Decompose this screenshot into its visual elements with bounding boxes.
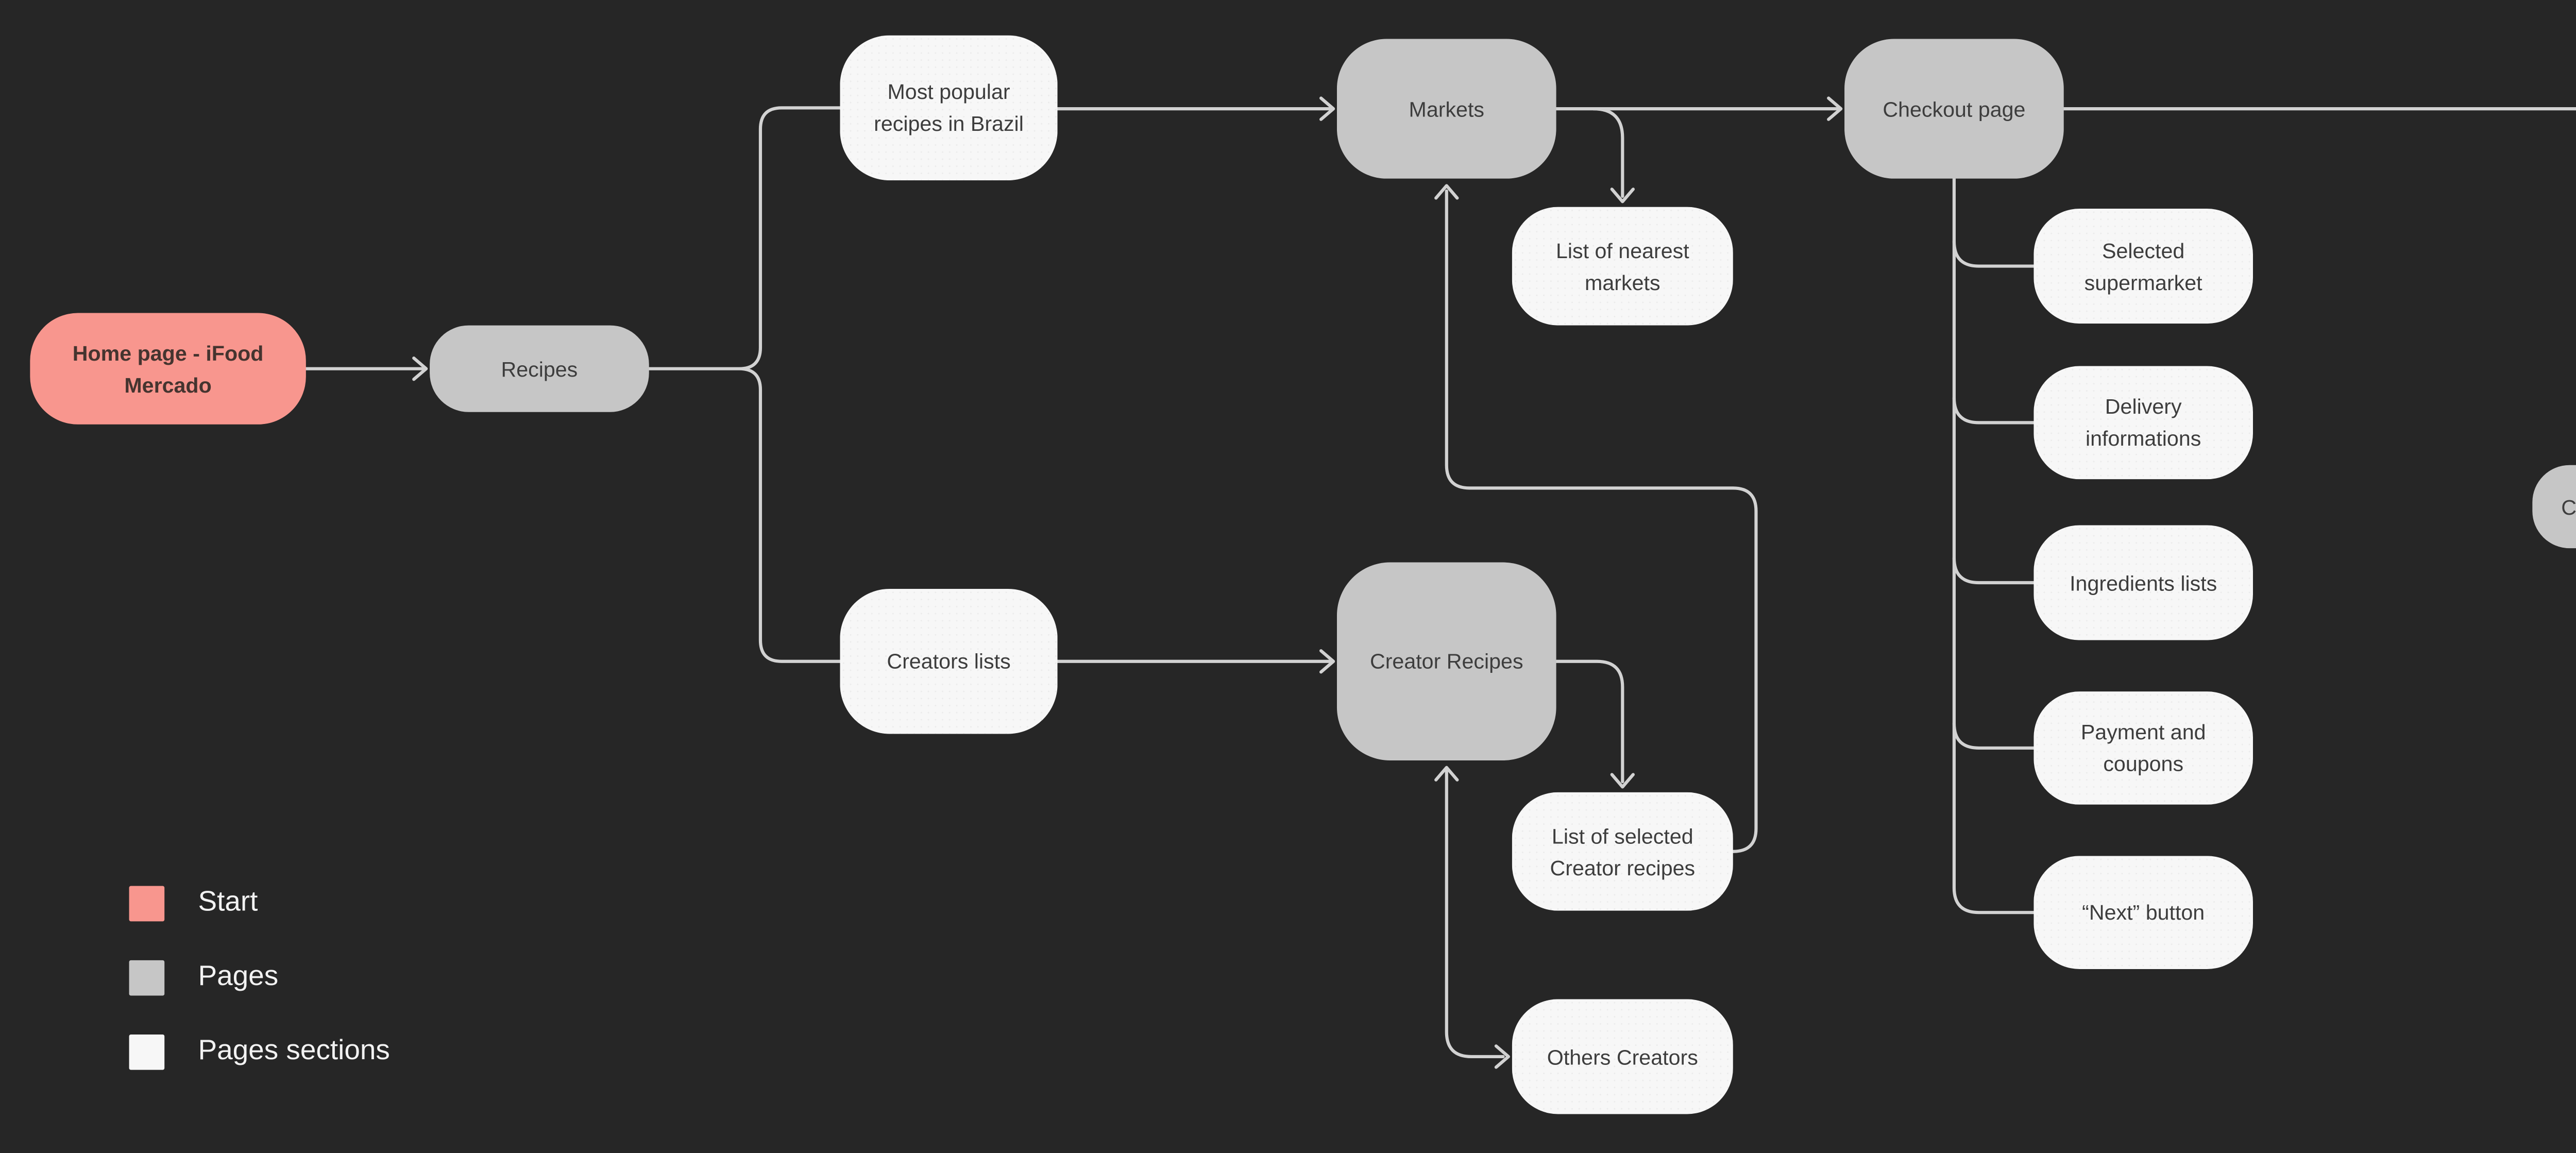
node-delivery-informations-label: Delivery informations: [2085, 394, 2201, 451]
connector-creatorrecipes-otherscreators: [1445, 769, 1505, 1059]
node-checkout-page[interactable]: Checkout page: [1844, 39, 2064, 179]
node-ingredients-lists[interactable]: Ingredients lists: [2033, 525, 2253, 640]
node-ingredients-lists-label: Ingredients lists: [2070, 570, 2217, 596]
branch-payment-coupons: [1952, 721, 2036, 750]
arrowhead-into-creator-recipes-left: [1319, 649, 1335, 674]
node-delivery-informations[interactable]: Delivery informations: [2033, 366, 2253, 480]
arrowhead-into-markets-left: [1319, 96, 1335, 121]
node-creator-recipes-label: Creator Recipes: [1369, 649, 1523, 674]
arrowhead-into-checkout: [1827, 96, 1843, 121]
node-creators-lists-label: Creators lists: [887, 649, 1011, 674]
legend: Start Pages Pages sections: [129, 886, 390, 1109]
node-next-button[interactable]: “Next” button: [2033, 856, 2253, 970]
connector-markets-nearestmarkets: [1591, 107, 1624, 198]
node-checkout-page-label: Checkout page: [1883, 96, 2026, 122]
node-list-of-nearest-markets-label: List of nearest markets: [1555, 238, 1689, 295]
node-selected-supermarket-label: Selected supermarket: [2084, 238, 2202, 295]
node-others-creators-label: Others Creators: [1547, 1044, 1698, 1069]
node-markets-label: Markets: [1409, 96, 1485, 122]
connector-checkout-spine: [1952, 177, 2036, 914]
node-home-page-label: Home page - iFood Mercado: [72, 340, 264, 397]
arrowhead-into-selected-list: [1610, 773, 1635, 789]
node-most-popular-recipes-label: Most popular recipes in Brazil: [874, 79, 1024, 137]
arrowhead-into-nearest-markets: [1610, 188, 1635, 204]
arrowhead-into-others-creators: [1494, 1044, 1511, 1069]
node-list-of-selected-creator-recipes-label: List of selected Creator recipes: [1550, 823, 1696, 880]
node-next-button-label: “Next” button: [2082, 900, 2205, 925]
legend-item-pages-sections: Pages sections: [129, 1035, 390, 1070]
node-others-creators[interactable]: Others Creators: [1512, 999, 1733, 1114]
node-creators-lists[interactable]: Creators lists: [840, 589, 1058, 734]
legend-label-pages-sections: Pages sections: [198, 1036, 390, 1066]
node-recipes-label: Recipes: [501, 356, 578, 381]
legend-item-start: Start: [129, 886, 390, 922]
node-payment-and-coupons[interactable]: Payment and coupons: [2033, 691, 2253, 805]
legend-label-pages: Pages: [198, 962, 279, 992]
branch-delivery-informations: [1952, 396, 2036, 425]
connector-selectedlist-markets-loop: [1445, 189, 1758, 853]
legend-swatch-pages-sections: [129, 1035, 165, 1070]
legend-item-pages: Pages: [129, 960, 390, 996]
legend-swatch-start: [129, 886, 165, 922]
branch-selected-supermarket: [1952, 240, 2036, 268]
arrowhead-into-recipes: [412, 356, 428, 381]
node-list-of-selected-creator-recipes[interactable]: List of selected Creator recipes: [1512, 792, 1733, 911]
node-completed-order-label: Completed order: [2561, 494, 2576, 519]
node-markets[interactable]: Markets: [1336, 39, 1556, 179]
legend-swatch-pages: [129, 960, 165, 996]
branch-ingredients-lists: [1952, 556, 2036, 585]
connector-creatorrecipes-selectedlist: [1554, 659, 1624, 784]
arrowhead-into-creator-recipes-bottom: [1434, 766, 1459, 782]
node-most-popular-recipes[interactable]: Most popular recipes in Brazil: [840, 35, 1058, 181]
node-creator-recipes[interactable]: Creator Recipes: [1336, 562, 1556, 760]
arrowhead-into-markets-bottom: [1434, 184, 1459, 200]
node-selected-supermarket[interactable]: Selected supermarket: [2033, 209, 2253, 324]
node-payment-and-coupons-label: Payment and coupons: [2080, 720, 2206, 776]
legend-label-start: Start: [198, 888, 258, 918]
node-list-of-nearest-markets[interactable]: List of nearest markets: [1512, 207, 1733, 326]
connector-recipes-fork: [647, 106, 842, 663]
node-recipes[interactable]: Recipes: [430, 325, 649, 412]
node-home-page[interactable]: Home page - iFood Mercado: [30, 313, 306, 425]
